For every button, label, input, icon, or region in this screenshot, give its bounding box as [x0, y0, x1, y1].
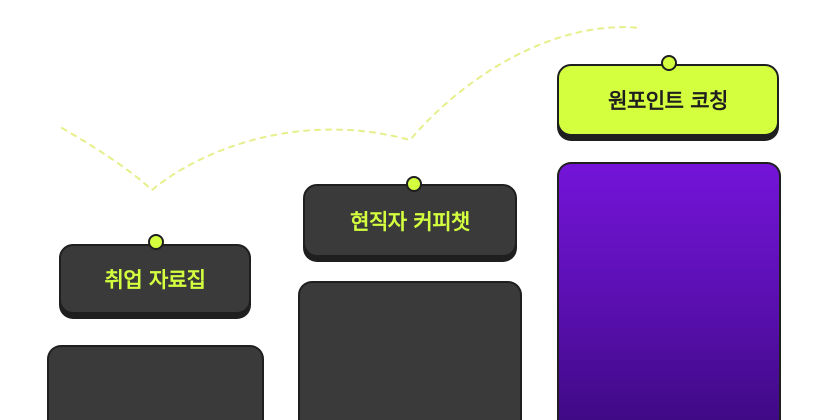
step-bar-2 — [298, 281, 522, 420]
pin-dot-1 — [148, 234, 164, 250]
step-label-1: 취업 자료집 — [59, 244, 251, 314]
step-bar-1 — [47, 345, 264, 420]
step-label-2: 현직자 커피챗 — [303, 184, 517, 257]
step-label-3: 원포인트 코칭 — [557, 64, 779, 136]
step-label-1-text: 취업 자료집 — [104, 268, 206, 292]
pin-dot-2 — [406, 176, 422, 192]
pin-dot-3 — [661, 55, 677, 71]
step-bar-3 — [557, 162, 781, 420]
step-label-3-text: 원포인트 코칭 — [608, 89, 728, 113]
step-label-2-text: 현직자 커피챗 — [350, 209, 470, 234]
